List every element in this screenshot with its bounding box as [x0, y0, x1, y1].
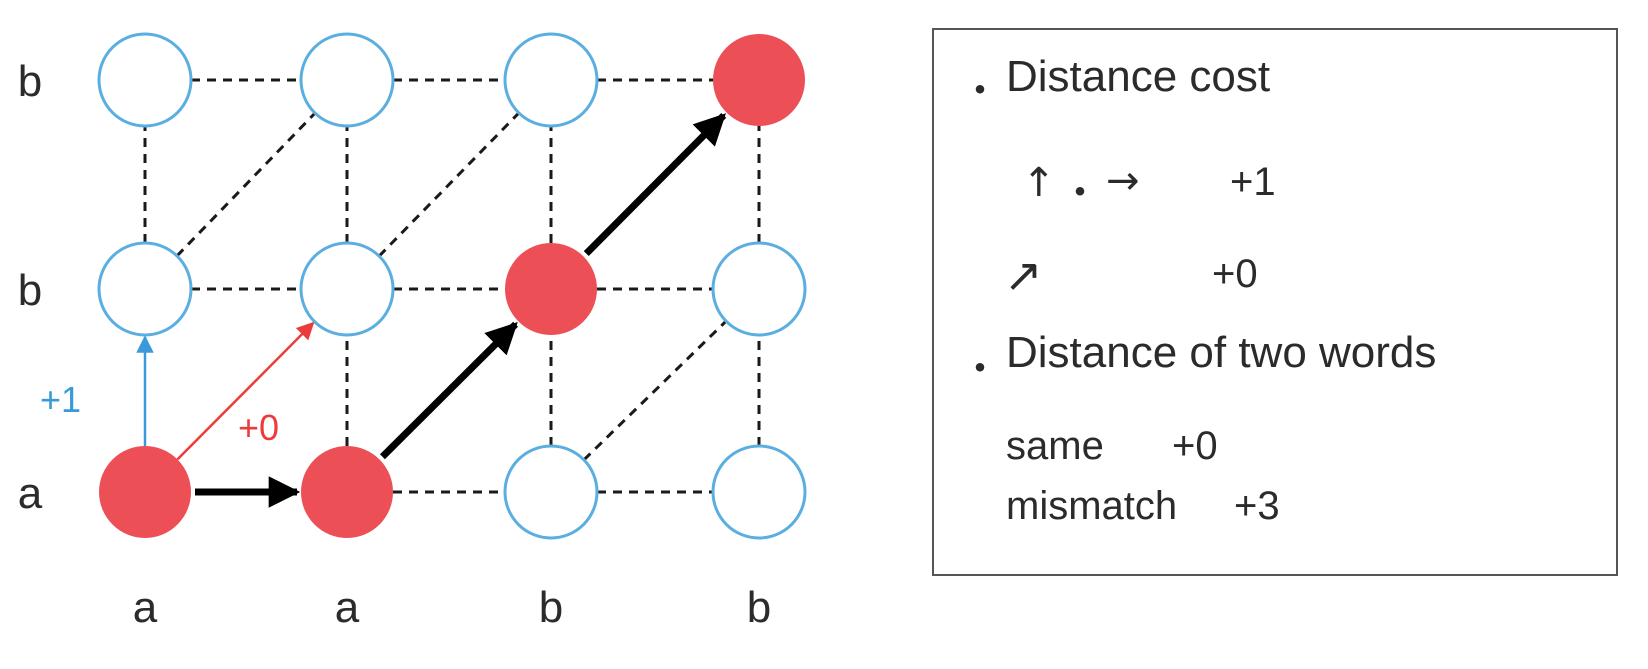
y-axis-char-label: b	[18, 266, 42, 315]
distance-cost-title: Distance cost	[1006, 52, 1271, 101]
x-axis-char-label: a	[335, 583, 360, 632]
match-cost-label: +0	[238, 407, 279, 448]
y-axis-char-label: a	[18, 469, 43, 518]
diagonal-move-cost: +0	[1212, 252, 1258, 296]
right-arrow-icon: →	[1106, 158, 1140, 204]
mismatch-cost: +3	[1234, 484, 1280, 528]
y-axis-char-label: b	[18, 57, 42, 106]
lattice-node	[711, 444, 807, 540]
x-axis-char-label: b	[747, 583, 771, 632]
edit-distance-lattice: a a b b a b b +1 +0	[18, 32, 807, 632]
dashed-edge	[378, 111, 520, 258]
dashed-edge	[175, 112, 317, 257]
legend-box: ・ Distance cost ↑ ・ → +1 ↗ +0 ・ Distance…	[932, 28, 1618, 576]
two-words-distance-title: Distance of two words	[1006, 328, 1437, 377]
x-axis-char-label: b	[539, 583, 563, 632]
diagonal-arrow-icon: ↗	[1004, 248, 1043, 302]
insertion-cost-label: +1	[40, 379, 81, 420]
optimal-path-arrow	[583, 112, 727, 257]
x-axis-char-label: a	[133, 583, 158, 632]
up-arrow-icon: ↑	[1022, 160, 1056, 206]
lattice-node	[503, 32, 599, 128]
path-node	[99, 446, 191, 538]
path-node	[713, 34, 805, 126]
path-node	[301, 446, 393, 538]
arrow-separator: ・	[1060, 171, 1100, 215]
bullet: ・	[960, 347, 1000, 391]
dashed-edge	[582, 320, 728, 461]
straight-move-cost: +1	[1230, 160, 1276, 204]
lattice-node	[299, 241, 395, 337]
lattice-node	[97, 241, 193, 337]
same-label: same	[1006, 424, 1104, 468]
match-example-arrow	[176, 321, 315, 461]
lattice-node	[97, 32, 193, 128]
mismatch-label: mismatch	[1006, 484, 1178, 528]
bullet: ・	[960, 69, 1000, 113]
same-cost: +0	[1172, 424, 1218, 468]
path-node	[505, 243, 597, 335]
lattice-node	[503, 444, 599, 540]
optimal-path-arrow	[379, 321, 519, 460]
lattice-node	[711, 241, 807, 337]
lattice-node	[299, 32, 395, 128]
